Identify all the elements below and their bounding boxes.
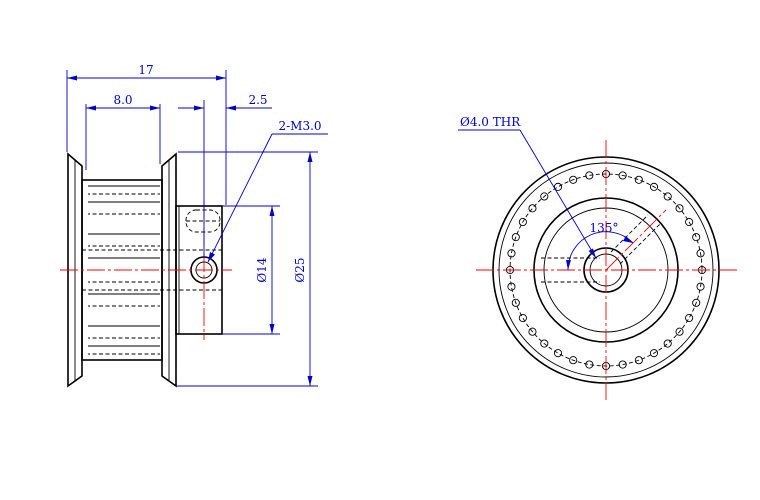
side-view [60, 152, 232, 388]
angle-label: 135° [590, 221, 619, 235]
left-flange [67, 152, 83, 388]
dim-flange-spacing: 8.0 [113, 93, 132, 107]
bore-callout: Ø4.0 THR [460, 115, 521, 129]
dim-hub-diameter: Ø14 [255, 257, 269, 282]
front-view [476, 140, 738, 400]
tooth-profile [505, 169, 707, 371]
front-dimensions: Ø4.0 THR 135° [458, 115, 634, 271]
set-screw-callout: 2-M3.0 [278, 119, 321, 133]
dim-overall-length: 17 [138, 63, 153, 77]
side-dimensions: 17 8.0 2.5 2-M3.0 Ø14 Ø25 [66, 63, 328, 387]
dim-outer-diameter: Ø25 [293, 257, 307, 282]
dim-screw-offset: 2.5 [248, 93, 267, 107]
